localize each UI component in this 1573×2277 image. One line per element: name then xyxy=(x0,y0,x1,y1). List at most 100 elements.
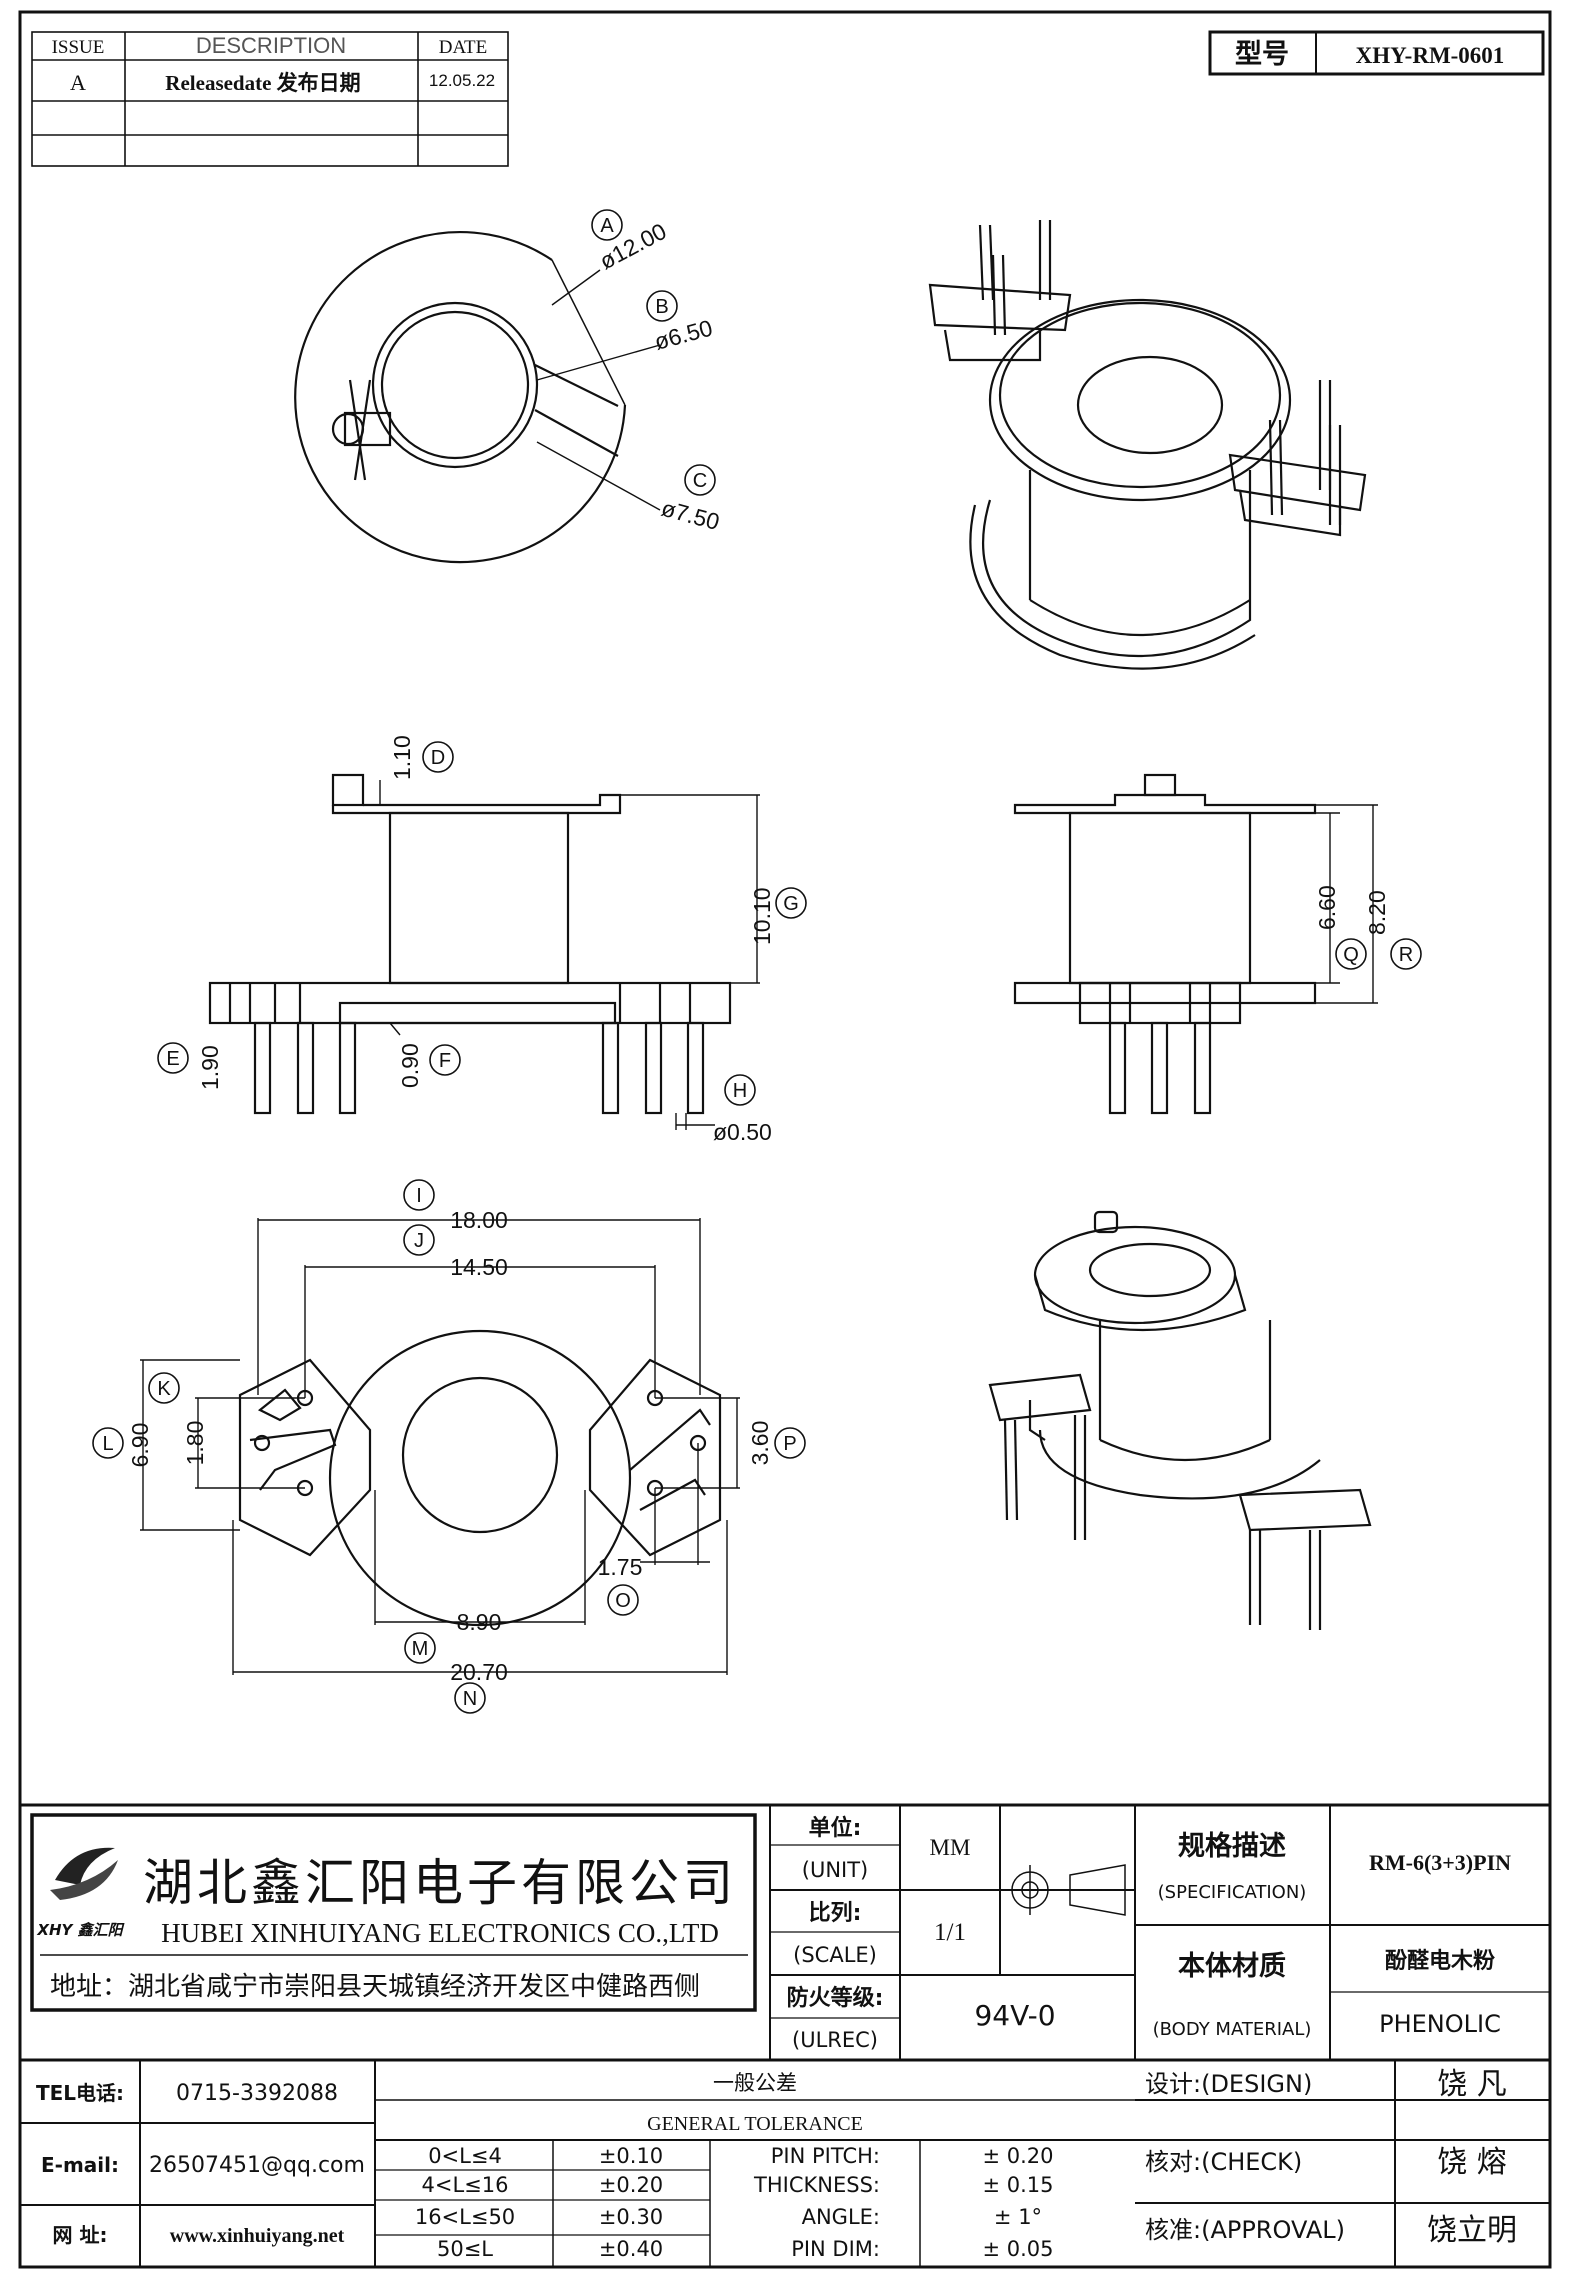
company-name-en: HUBEI XINHUIYANG ELECTRONICS CO.,LTD xyxy=(161,1918,719,1948)
svg-text:O: O xyxy=(615,1590,631,1612)
dim-e-value: 1.90 xyxy=(197,1045,223,1090)
company-logo: XHY 鑫汇阳 xyxy=(36,1847,125,1939)
pin-tolerance-value: ± 1° xyxy=(994,2205,1042,2229)
dim-h-value: ø0.50 xyxy=(713,1119,772,1145)
callout-e: E xyxy=(157,1042,189,1074)
svg-text:M: M xyxy=(412,1638,429,1660)
callout-p: P xyxy=(774,1427,806,1459)
svg-text:E: E xyxy=(166,1048,179,1070)
signoff-label: 核对:(CHECK) xyxy=(1145,2148,1302,2176)
tolerance-title-en: GENERAL TOLERANCE xyxy=(647,2113,863,2135)
callout-i: I xyxy=(403,1179,435,1211)
svg-text:H: H xyxy=(733,1080,747,1102)
dim-r-value: 8.20 xyxy=(1364,890,1390,935)
dim-k-value: 1.80 xyxy=(182,1421,208,1466)
callout-c: C xyxy=(684,464,716,496)
material-label-en: (BODY MATERIAL) xyxy=(1153,2019,1312,2040)
svg-text:F: F xyxy=(439,1050,451,1072)
pin-tolerance-name: PIN PITCH: xyxy=(771,2144,880,2168)
fire-label-cn: 防火等级: xyxy=(787,1985,884,2011)
dim-f-value: 0.90 xyxy=(397,1043,423,1088)
material-label-cn: 本体材质 xyxy=(1178,1951,1286,1982)
tolerance-range: 0<L≤4 xyxy=(428,2144,502,2168)
pin-tolerance-name: THICKNESS: xyxy=(753,2173,880,2197)
callout-j: J xyxy=(403,1224,435,1256)
callout-m: M xyxy=(404,1632,436,1664)
callout-r: R xyxy=(1390,938,1422,970)
svg-text:L: L xyxy=(102,1433,113,1455)
pin-tolerance-name: PIN DIM: xyxy=(791,2237,880,2261)
top-view xyxy=(294,231,627,564)
callout-h: H xyxy=(724,1074,756,1106)
top-view-leaders xyxy=(536,269,661,511)
dim-q-value: 6.60 xyxy=(1314,885,1340,930)
dim-d-value: 1.10 xyxy=(389,735,415,780)
callout-q: Q xyxy=(1335,938,1367,970)
signoff-name: 饶立明 xyxy=(1427,2213,1517,2248)
svg-text:I: I xyxy=(416,1185,422,1207)
dim-c-value: ø7.50 xyxy=(659,495,723,535)
tolerance-range: 4<L≤16 xyxy=(422,2173,509,2197)
svg-text:R: R xyxy=(1399,944,1413,966)
callout-n: N xyxy=(454,1682,486,1714)
dim-l-value: 6.90 xyxy=(127,1423,153,1468)
tolerance-value: ±0.40 xyxy=(599,2237,663,2261)
svg-text:Q: Q xyxy=(1343,944,1359,966)
web-value: www.xinhuiyang.net xyxy=(170,2225,345,2247)
svg-text:P: P xyxy=(783,1433,796,1455)
material-value-cn: 酚醛电木粉 xyxy=(1385,1949,1495,1974)
callout-b: B xyxy=(646,290,678,322)
side-view-dims xyxy=(1250,804,1378,1004)
isometric-view-bottom xyxy=(988,1210,1372,1630)
rev-header-issue: ISSUE xyxy=(52,37,105,58)
svg-text:G: G xyxy=(783,893,799,915)
side-view xyxy=(1013,773,1317,1115)
callout-l: L xyxy=(92,1427,124,1459)
dim-m-value: 8.90 xyxy=(457,1609,502,1635)
pin-tolerance-value: ± 0.15 xyxy=(982,2173,1053,2197)
rev-issue-value: A xyxy=(70,70,86,95)
callout-k: K xyxy=(148,1372,180,1404)
rev-header-description: DESCRIPTION xyxy=(196,33,346,58)
svg-text:J: J xyxy=(414,1230,424,1252)
title-block-grid xyxy=(20,1803,1550,2267)
dim-g-value: 10.10 xyxy=(749,887,775,945)
callout-o: O xyxy=(607,1584,639,1616)
tolerance-range: 50≤L xyxy=(437,2237,493,2261)
signoff-label: 核准:(APPROVAL) xyxy=(1145,2216,1345,2244)
rev-date-value: 12.05.22 xyxy=(429,71,495,90)
web-label: 网 址: xyxy=(53,2223,108,2247)
tolerance-value: ±0.10 xyxy=(599,2144,663,2168)
front-view-dims xyxy=(209,780,760,1130)
signoff-label: 设计:(DESIGN) xyxy=(1145,2070,1312,2098)
signoff-name: 饶 熔 xyxy=(1437,2145,1507,2180)
fire-label-en: (ULREC) xyxy=(792,2028,878,2052)
scale-label-cn: 比列: xyxy=(809,1901,862,1926)
callout-g: G xyxy=(775,887,807,919)
scale-value: 1/1 xyxy=(934,1919,966,1946)
projection-symbol-icon xyxy=(1005,1864,1130,1916)
pin-tolerance-value: ± 0.20 xyxy=(982,2144,1053,2168)
callout-a: A xyxy=(591,209,623,241)
unit-label-en: (UNIT) xyxy=(802,1858,869,1882)
model-box xyxy=(1208,30,1545,76)
svg-text:C: C xyxy=(693,470,707,492)
svg-text:K: K xyxy=(157,1378,171,1400)
company-address: 地址：湖北省咸宁市崇阳县天城镇经济开发区中健路西侧 xyxy=(50,1972,700,2002)
spec-label-cn: 规格描述 xyxy=(1178,1831,1286,1862)
pin-tolerance-name: ANGLE: xyxy=(802,2205,880,2229)
dim-p-value: 3.60 xyxy=(747,1421,773,1466)
spec-value: RM-6(3+3)PIN xyxy=(1369,1850,1511,1875)
signoff-name: 饶 凡 xyxy=(1437,2067,1507,2102)
unit-label-cn: 单位: xyxy=(809,1815,862,1841)
tolerance-range: 16<L≤50 xyxy=(415,2205,515,2229)
svg-text:A: A xyxy=(600,215,614,237)
revision-table xyxy=(31,31,509,167)
svg-text:XHY 鑫汇阳: XHY 鑫汇阳 xyxy=(36,1921,124,1939)
dim-n-value: 20.70 xyxy=(450,1659,508,1685)
callout-group: A B C D E F G H Q R I J K L M N O P xyxy=(92,209,1422,1714)
email-value: 26507451@qq.com xyxy=(149,2153,365,2178)
rev-description-value: Releasedate 发布日期 xyxy=(165,71,360,95)
tolerance-title-cn: 一般公差 xyxy=(713,2071,797,2095)
callout-d: D xyxy=(422,741,454,773)
